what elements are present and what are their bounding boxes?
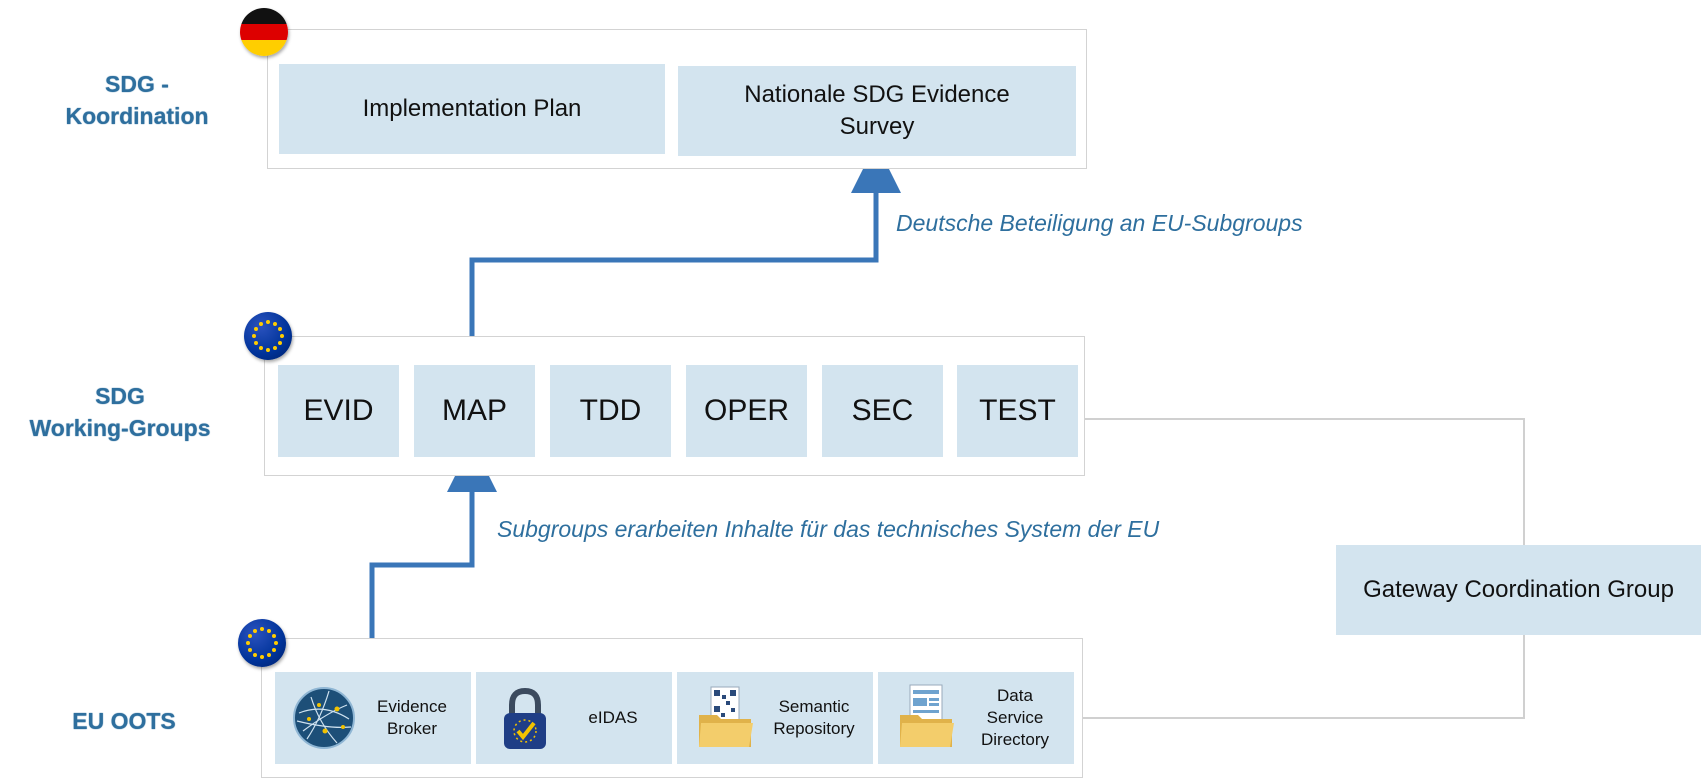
row-label-line: Working-Groups — [29, 415, 211, 441]
evidence-broker-box[interactable]: Evidence Broker — [275, 672, 471, 764]
folder-qr-icon — [699, 686, 753, 747]
working-groups-frame: EVID MAP TDD OPER SEC TEST — [264, 336, 1085, 476]
data-service-directory-label: Data Service Directory — [962, 685, 1074, 751]
semantic-repository-box[interactable]: Semantic Repository — [677, 672, 873, 764]
row-label-line: Koordination — [65, 103, 209, 129]
padlock-eu-icon — [504, 687, 546, 749]
eu-flag-icon — [244, 312, 292, 360]
germany-flag-icon — [240, 8, 288, 56]
implementation-plan-label: Implementation Plan — [362, 95, 582, 122]
row-label-oots: EU OOTS — [54, 705, 194, 737]
annotation-bottom: Subgroups erarbeiten Inhalte für das tec… — [497, 516, 1160, 542]
wg-sec-box[interactable]: SEC — [822, 365, 943, 457]
eu-flag-icon — [238, 619, 286, 667]
tool-label-line: Repository — [773, 719, 855, 738]
row-label-line: SDG - — [105, 71, 169, 97]
tool-label-line: Broker — [386, 719, 438, 738]
gateway-label: Gateway Coordination Group — [1363, 576, 1674, 603]
row-label-koordination: SDG - Koordination — [52, 68, 222, 132]
wg-test-box[interactable]: TEST — [957, 365, 1078, 457]
wg-evid-box[interactable]: EVID — [278, 365, 399, 457]
implementation-plan-box[interactable]: Implementation Plan — [279, 64, 665, 154]
wg-label: OPER — [703, 394, 790, 427]
wg-map-box[interactable]: MAP — [414, 365, 535, 457]
tool-label-line: Data — [997, 686, 1033, 705]
wg-tdd-box[interactable]: TDD — [550, 365, 671, 457]
survey-box[interactable]: Nationale SDG Evidence Survey — [678, 66, 1076, 156]
arrow-map-to-survey — [447, 143, 901, 383]
folder-document-icon — [900, 684, 954, 747]
arrow-oots-to-map — [347, 442, 497, 690]
row-label-line: EU OOTS — [72, 708, 176, 734]
wg-label: EVID — [303, 394, 374, 427]
gateway-connector-bottom — [1082, 635, 1525, 719]
tool-label-line: Evidence — [377, 697, 447, 716]
eidas-label: eIDAS — [560, 707, 672, 729]
annotation-top: Deutsche Beteiligung an EU-Subgroups — [896, 210, 1303, 236]
gateway-coordination-box[interactable]: Gateway Coordination Group — [1336, 545, 1701, 635]
wg-label: MAP — [441, 394, 507, 427]
koordination-frame: Implementation Plan Nationale SDG Eviden… — [267, 29, 1087, 169]
semantic-repository-label: Semantic Repository — [761, 696, 873, 740]
tool-label-line: Semantic — [778, 697, 850, 716]
survey-label-line: Nationale SDG Evidence — [744, 81, 1010, 108]
wg-label: TDD — [579, 394, 642, 427]
oots-frame: Evidence Broker eIDAS Semantic Repositor… — [261, 638, 1083, 778]
evidence-broker-label: Evidence Broker — [359, 696, 471, 740]
tool-label-line: Service — [986, 708, 1044, 727]
tool-label-line: eIDAS — [588, 708, 638, 727]
wg-oper-box[interactable]: OPER — [686, 365, 807, 457]
row-label-working-groups: SDG Working-Groups — [14, 380, 226, 444]
tool-label-line: Directory — [980, 730, 1049, 749]
wg-label: SEC — [851, 394, 914, 427]
eidas-box[interactable]: eIDAS — [476, 672, 672, 764]
survey-label-line: Survey — [839, 113, 915, 140]
data-service-directory-box[interactable]: Data Service Directory — [878, 672, 1074, 764]
wg-label: TEST — [979, 394, 1056, 427]
globe-network-icon — [293, 687, 355, 749]
row-label-line: SDG — [95, 383, 145, 409]
